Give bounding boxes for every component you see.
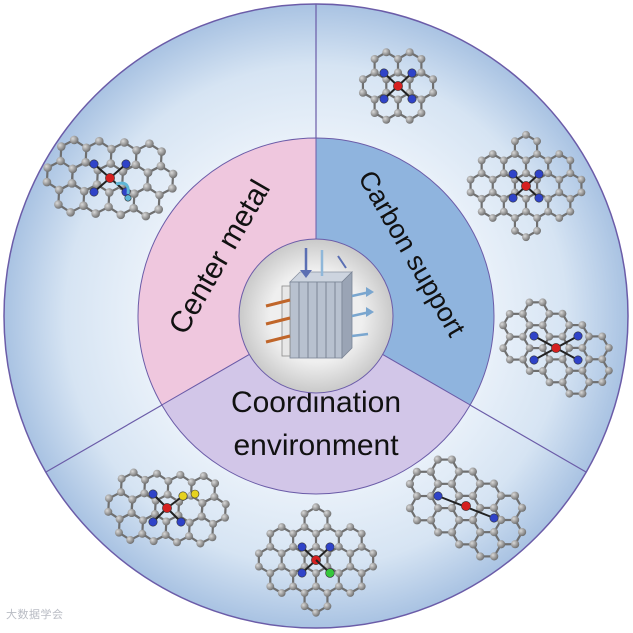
- label-environment: environment: [233, 429, 399, 462]
- watermark-text: 大数据学会: [6, 606, 64, 622]
